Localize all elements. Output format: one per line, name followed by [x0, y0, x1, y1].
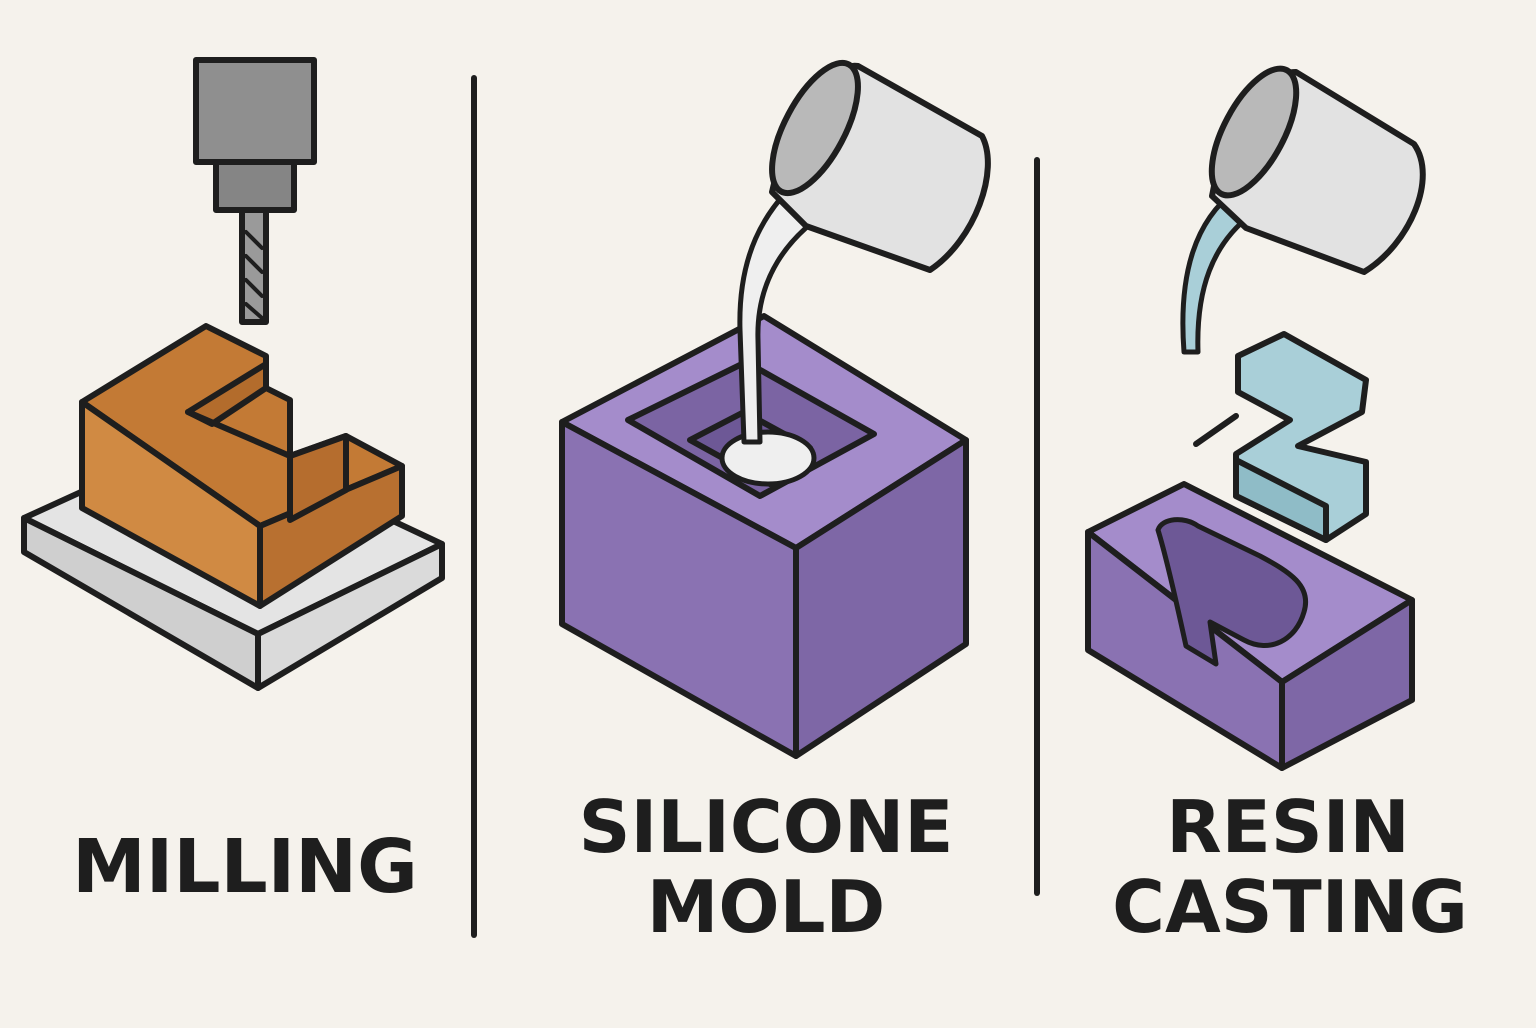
milling-illustration	[21, 57, 445, 691]
panel-label-resin-line-1: RESIN	[1166, 785, 1410, 869]
silicone-mold-block	[559, 313, 969, 759]
silicone-pour-stream	[737, 167, 839, 445]
resin-open-mold	[1085, 481, 1415, 771]
milling-spindle	[193, 57, 317, 325]
silicone-mold-illustration	[559, 59, 991, 759]
resin-pour-cup	[1208, 65, 1426, 275]
resin-casting-illustration	[1085, 65, 1426, 771]
resin-cast-part	[1193, 331, 1369, 543]
panel-label-resin-line-2: CASTING	[1112, 865, 1468, 949]
panel-label-silicone-line-2: MOLD	[647, 865, 886, 949]
silicone-pour-cup	[769, 59, 991, 273]
panel-label-milling: MILLING	[72, 824, 418, 910]
milling-workpiece	[79, 323, 405, 609]
panel-label-silicone-line-1: SILICONE	[579, 785, 954, 869]
